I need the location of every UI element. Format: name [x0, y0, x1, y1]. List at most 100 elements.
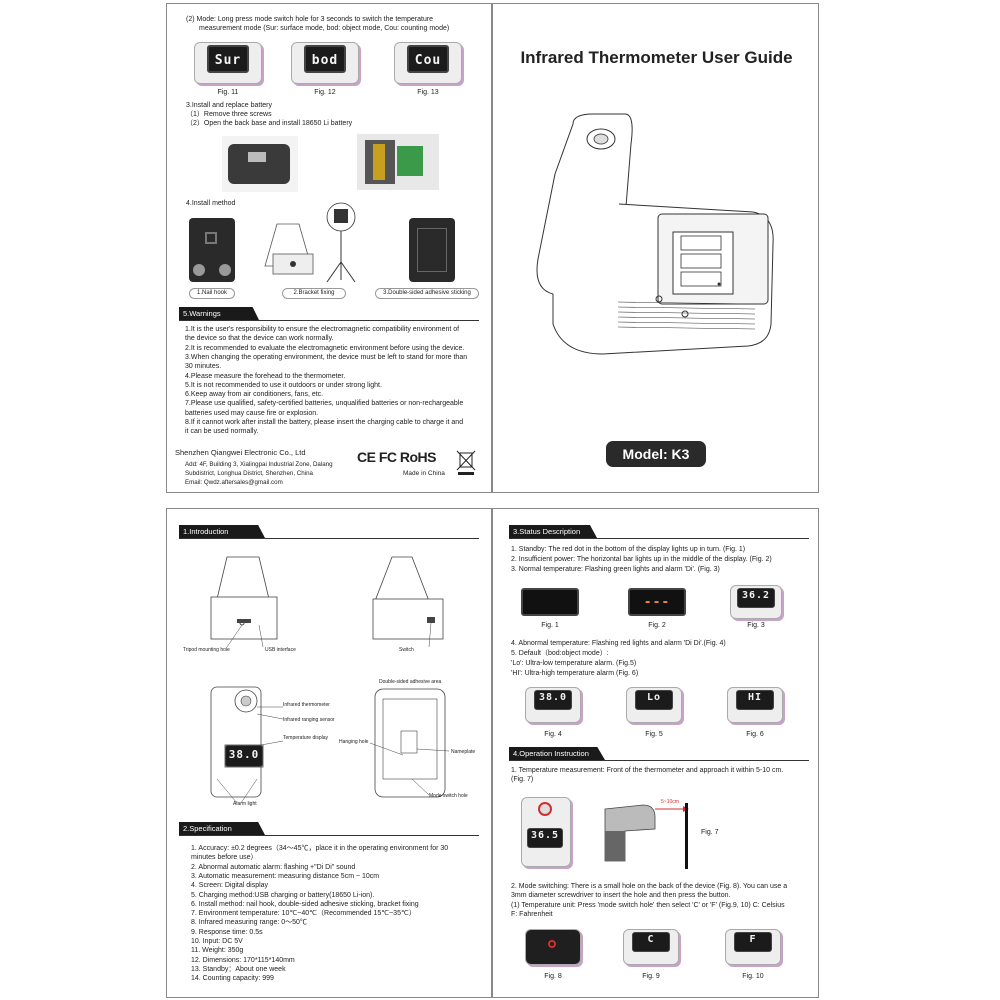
intro-header: 1.Introduction	[179, 525, 265, 538]
fig-10-device: F	[725, 929, 781, 965]
distance-label: 5~10cm	[661, 799, 679, 805]
status-5-hi: 'HI': Ultra-high temperature alarm (Fig.…	[511, 670, 639, 677]
weee-bin-icon	[456, 450, 476, 475]
thermometer-device-drawing	[536, 113, 774, 355]
warning-line-11: it can be used normally.	[185, 428, 259, 436]
op-2c: (1) Temperature unit: Press 'mode switch…	[511, 902, 785, 909]
label-usb: USB interface	[265, 647, 296, 653]
fig-1-display	[521, 588, 579, 616]
label-nameplate: Nameplate	[451, 749, 476, 755]
fig-1-caption: Fig. 1	[541, 622, 559, 629]
fig-8-device	[525, 929, 581, 965]
warning-line-1: the device so that the device can work n…	[185, 335, 334, 343]
nail-hook-photo	[189, 218, 235, 282]
battery-title: 3.Install and replace battery	[186, 102, 272, 109]
panel-battery-install-warnings: (2) Mode: Long press mode switch hole fo…	[166, 3, 492, 493]
spec-line-9: 9. Response time: 0.5s	[191, 928, 263, 936]
made-in: Made in China	[403, 470, 445, 477]
spec-line-3: 3. Automatic measurement: measuring dist…	[191, 872, 380, 880]
warning-line-10: 8.If it cannot work after install the ba…	[185, 419, 464, 426]
spec-line-14: 14. Counting capacity: 999	[191, 975, 274, 983]
operation-header: 4.Operation Instruction	[509, 747, 605, 760]
spec-line-10: 10. Input: DC 5V	[191, 938, 243, 945]
battery-step-1: （1）Remove three screws	[186, 111, 272, 118]
label-mode-hole: Mode switch hole	[429, 793, 468, 799]
fig-4-device: 38.0	[525, 687, 581, 723]
fig-2-display: ---	[628, 588, 686, 616]
spec-line-5: 5. Charging method:USB charging or batte…	[191, 891, 375, 899]
fig-12-caption: Fig. 12	[314, 89, 336, 96]
install-label-2: 2.Bracket fixing	[282, 288, 346, 299]
warning-line-2: 2.It is recommended to evaluate the elec…	[185, 344, 465, 352]
op-1b: (Fig. 7)	[511, 776, 534, 783]
panel-status-operation: 3.Status Description 1. Standby: The red…	[492, 508, 819, 998]
battery-open-photo	[357, 134, 439, 190]
op-2b: 3mm diameter screwdriver to insert the h…	[511, 892, 731, 899]
label-alarm: Alarm light	[233, 801, 257, 807]
spec-line-4: 4. Screen: Digital display	[191, 882, 269, 890]
fig-4-caption: Fig. 4	[544, 731, 562, 738]
label-adhesive: Double-sided adhesive area	[379, 679, 442, 685]
op-1: 1. Temperature measurement: Front of the…	[511, 767, 784, 774]
install-bracket-drawing	[264, 202, 356, 283]
install-label-1: 1.Nail hook	[189, 288, 235, 299]
status-5: 5. Default（bod:object mode）:	[511, 650, 609, 657]
fig-12-device: bod	[291, 42, 359, 84]
fig-3-caption: Fig. 3	[747, 622, 765, 629]
fig-5-caption: Fig. 5	[645, 731, 663, 738]
warnings-rule	[179, 320, 479, 321]
label-ir-thermo: Infrared thermometer	[283, 702, 330, 708]
panel-cover: Infrared Thermometer User Guide Model: K…	[492, 3, 819, 493]
install-title: 4.Install method	[186, 200, 236, 207]
status-5-lo: 'Lo': Ultra-low temperature alarm. (Fig.…	[511, 660, 637, 667]
address-1: Add: 4F, Building 3, Xialingpai Industri…	[185, 461, 333, 468]
warning-line-5: 4.Please measure the forehead to the the…	[185, 372, 346, 380]
spec-line-6: 6. Install method: nail hook, double-sid…	[191, 900, 419, 908]
status-2: 2. Insufficient power: The horizontal ba…	[511, 556, 772, 563]
spec-line-2: 2. Abnormal automatic alarm: flashing +"…	[191, 863, 356, 871]
warning-line-4: 30 minutes.	[185, 363, 222, 371]
intro-temp-display: 38.0	[225, 745, 263, 767]
op-2: 2. Mode switching: There is a small hole…	[511, 883, 788, 890]
fig-8-caption: Fig. 8	[544, 973, 562, 980]
label-ir-range: Infrared ranging sensor	[283, 717, 335, 723]
warning-line-8: 7.Please use qualified, safety-certified…	[185, 400, 464, 408]
fig-9-caption: Fig. 9	[642, 973, 660, 980]
fig-11-device: Sur	[194, 42, 262, 84]
cert-logos: CE FC RoHS	[357, 449, 437, 465]
label-switch: Switch	[399, 647, 414, 653]
fig-5-device: Lo	[626, 687, 682, 723]
fig-2-caption: Fig. 2	[648, 622, 666, 629]
warning-line-6: 5.It is not recommended to use it outdoo…	[185, 381, 382, 389]
fig-7-caption: Fig. 7	[701, 829, 719, 836]
spec-rule	[179, 835, 479, 836]
install-label-3: 3.Double-sided adhesive sticking	[375, 288, 479, 299]
label-hanging: Hanging hole	[339, 739, 369, 745]
fig-13-caption: Fig. 13	[417, 89, 439, 96]
fig-13-device: Cou	[394, 42, 462, 84]
address-3: Email: Qwdz.aftersales@gmail.com	[185, 479, 283, 486]
status-3: 3. Normal temperature: Flashing green li…	[511, 566, 720, 573]
spec-line-12: 12. Dimensions: 170*115*140mm	[191, 956, 295, 964]
fig-6-device: HI	[727, 687, 783, 723]
spec-line-0: 1. Accuracy: ±0.2 degrees（34～45℃，place i…	[191, 845, 449, 852]
spec-line-11: 11. Weight: 350g	[191, 947, 244, 955]
fig-9-device: C	[623, 929, 679, 965]
spec-line-13: 13. Standby：About one week	[191, 965, 286, 973]
intro-rule	[179, 538, 479, 539]
warning-line-9: batteries used may cause fire or explosi…	[185, 409, 319, 417]
status-4: 4. Abnormal temperature: Flashing red li…	[511, 640, 726, 647]
fig-10-caption: Fig. 10	[742, 973, 764, 980]
spec-line-7: 7. Environment temperature: 10℃~40℃（Reco…	[191, 910, 416, 918]
spec-line-1: minutes before use）	[191, 854, 258, 862]
warning-line-3: 3.When changing the operating environmen…	[185, 353, 468, 361]
op-2d: F: Fahrenheit	[511, 911, 553, 918]
status-1: 1. Standby: The red dot in the bottom of…	[511, 546, 746, 553]
fig-6-caption: Fig. 6	[746, 731, 764, 738]
status-header: 3.Status Description	[509, 525, 597, 538]
fig-11-caption: Fig. 11	[217, 89, 239, 96]
warning-line-0: 1.It is the user's responsibility to ens…	[185, 326, 460, 333]
battery-step-2: （2）Open the back base and install 18650 …	[186, 120, 353, 127]
warnings-header: 5.Warnings	[179, 307, 259, 320]
spec-header: 2.Specification	[179, 822, 265, 835]
